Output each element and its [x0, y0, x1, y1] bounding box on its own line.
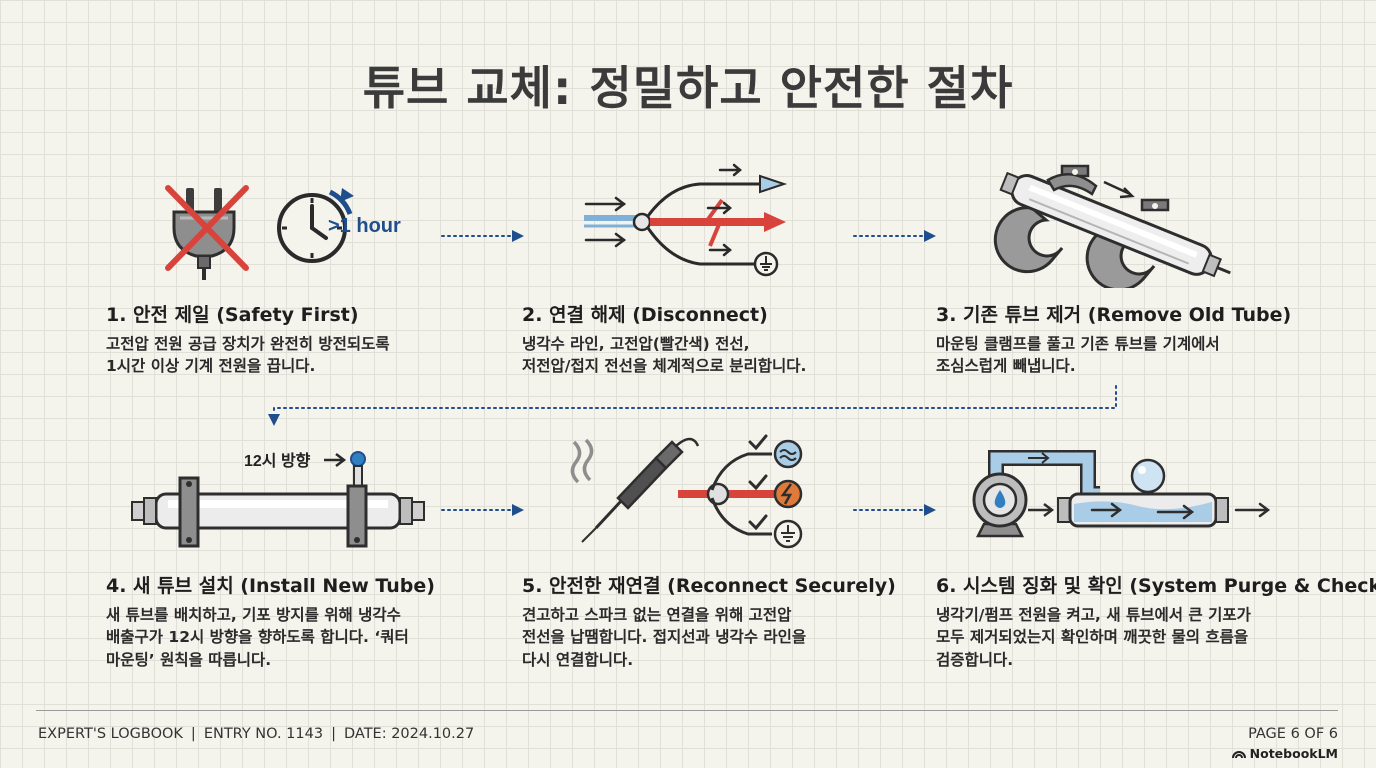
notebooklm-icon [1231, 751, 1246, 759]
desc-line: 저전압/접지 전선을 체계적으로 분리합니다. [522, 357, 807, 376]
step-6-desc: 냉각기/펌프 전원을 켜고, 새 튜브에서 큰 기포가 모두 제거되었는지 확인… [936, 604, 1251, 671]
step-5-title: 5. 안전한 재연결 (Reconnect Securely) [522, 575, 896, 597]
connector-arrow [853, 230, 936, 242]
step-4-desc: 새 튜브를 배치하고, 기포 방지를 위해 냉각수 배출구가 12시 방향을 향… [106, 604, 409, 671]
desc-line: 조심스럽게 빼냅니다. [936, 357, 1076, 376]
desc-line: 냉각기/펌프 전원을 켜고, 새 튜브에서 큰 기포가 [936, 606, 1251, 624]
page-number: PAGE 6 OF 6 [1248, 726, 1338, 742]
connector-arrow [853, 504, 936, 516]
desc-line: 검증합니다. [936, 650, 1014, 669]
connector-arrow [441, 504, 524, 516]
clock-icon: >1 hour [277, 188, 401, 263]
desc-line: 전선을 납땜합니다. 접지선과 냉각수 라인을 [522, 628, 807, 647]
step-1-desc: 고전압 전원 공급 장치가 완전히 방전되도록 1시간 이상 기계 전원을 끕니… [106, 333, 390, 378]
footer-divider [36, 710, 1338, 711]
step-6-title: 6. 시스템 징화 및 확인 (System Purge & Check) [936, 575, 1376, 597]
connector-arrow [441, 230, 524, 242]
desc-line: 1시간 이상 기계 전원을 끕니다. [106, 357, 316, 376]
desc-line: 견고하고 스파크 없는 연결을 위해 고전압 [522, 606, 792, 624]
clock-label: >1 hour [328, 215, 401, 237]
step-5-desc: 견고하고 스파크 없는 연결을 위해 고전압 전선을 납땜합니다. 접지선과 냉… [522, 604, 806, 671]
desc-line: 마운팅 클램프를 풀고 기존 튜브를 기계에서 [936, 335, 1220, 353]
step-3-title: 3. 기존 튜브 제거 (Remove Old Tube) [936, 304, 1292, 326]
unplug-icon [165, 185, 249, 280]
desc-line: 다시 연결합니다. [522, 650, 634, 669]
tube-removal-icon [993, 164, 1231, 288]
wire-split-icon [584, 163, 788, 277]
entry-date: DATE: 2024.10.27 [343, 726, 475, 742]
outlet-direction-label: 12시 방향 [244, 451, 311, 470]
desc-line: 배출구가 12시 방향을 향하도록 합니다. ‘쿼터 [106, 628, 409, 647]
brand-logo: NotebookLM [1231, 746, 1338, 761]
tube-install-icon: 12시 방향 [131, 451, 425, 548]
desc-line: 냉각수 라인, 고전압(빨간색) 전선, [522, 335, 750, 353]
soldering-iron-icon [570, 434, 803, 549]
desc-line: 고전압 전원 공급 장치가 완전히 방전되도록 [106, 335, 390, 353]
footer-meta: EXPERT'S LOGBOOK|ENTRY NO. 1143|DATE: 20… [38, 726, 475, 742]
step-2-title: 2. 연결 해제 (Disconnect) [522, 304, 768, 326]
pump-flow-icon [972, 450, 1271, 538]
page-title: 튜브 교체: 정밀하고 안전한 절차 [362, 61, 1014, 115]
row-connector [268, 385, 1117, 426]
step-3-desc: 마운팅 클램프를 풀고 기존 튜브를 기계에서 조심스럽게 빼냅니다. [936, 333, 1220, 378]
desc-line: 새 튜브를 배치하고, 기포 방지를 위해 냉각수 [106, 606, 401, 624]
logbook-label: EXPERT'S LOGBOOK [38, 726, 183, 742]
step-4-title: 4. 새 튜브 설치 (Install New Tube) [106, 575, 435, 597]
desc-line: 마운팅’ 원칙을 따릅니다. [106, 650, 272, 669]
step-1-title: 1. 안전 제일 (Safety First) [106, 304, 359, 326]
desc-line: 모두 제거되었는지 확인하며 깨끗한 물의 흐름을 [936, 628, 1249, 647]
entry-number: ENTRY NO. 1143 [203, 726, 324, 742]
brand-name: NotebookLM [1249, 746, 1338, 761]
step-2-desc: 냉각수 라인, 고전압(빨간색) 전선, 저전압/접지 전선을 체계적으로 분리… [522, 333, 806, 378]
